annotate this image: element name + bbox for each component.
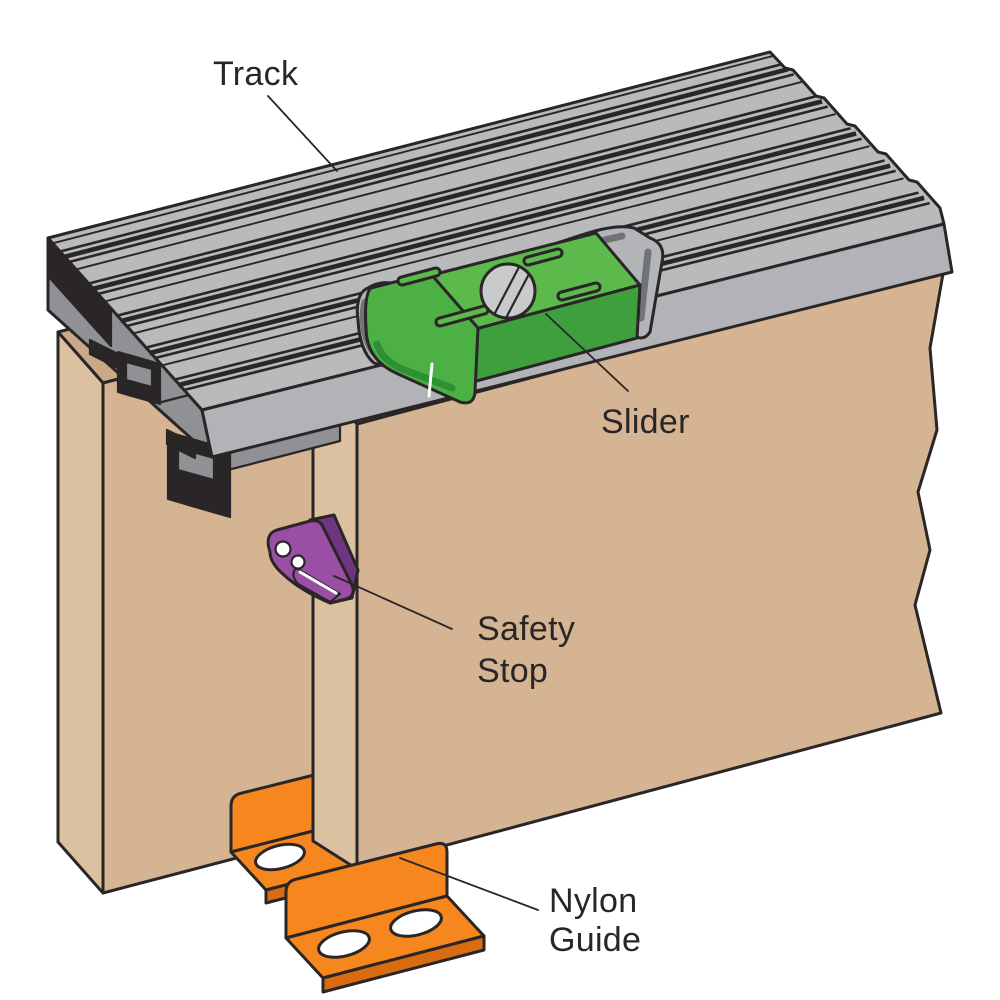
front-guide-upright xyxy=(284,841,449,940)
front-guide-hole-right xyxy=(389,908,443,938)
track-rear-channel-opening xyxy=(124,360,154,389)
nylon-guide-leader-line xyxy=(399,857,539,911)
slider-end-cap-shading xyxy=(373,340,456,392)
safety-stop-plate xyxy=(266,519,355,605)
track-ridge-lines xyxy=(62,66,925,388)
front-guide-hole-left xyxy=(317,929,371,959)
track-leader-line xyxy=(267,95,338,172)
slider-assembly xyxy=(355,225,665,405)
track-rear-flange-foot xyxy=(88,338,120,370)
rear-guide-hole xyxy=(254,842,306,872)
nylon-guide-label-line2: Guide xyxy=(549,921,641,959)
safety-stop-slit xyxy=(298,570,338,595)
safety-stop-leader-line xyxy=(333,575,453,630)
annotations: Track Slider Safety Stop Nylon Guide xyxy=(213,55,690,959)
safety-stop-hole-upper xyxy=(274,540,292,558)
safety-stop-hole-lower xyxy=(290,554,306,570)
track-rib-lines-thin xyxy=(51,54,904,367)
slider-screw-slot xyxy=(493,265,531,318)
front-guide-base-front xyxy=(321,934,486,994)
safety-stop-label-line2: Stop xyxy=(477,652,548,690)
slider-screw xyxy=(479,262,537,320)
nylon-guide-front xyxy=(284,841,486,994)
front-door-front-face xyxy=(355,266,946,871)
rear-door-side-face xyxy=(56,330,105,895)
track-label: Track xyxy=(213,55,299,93)
slider-label: Slider xyxy=(601,403,690,441)
slider-leader-line xyxy=(545,313,629,392)
safety-stop-label-line1: Safety xyxy=(477,610,575,648)
slider-end-cap xyxy=(364,271,480,405)
track-front-channel-opening xyxy=(176,446,216,482)
track-front-flange-foot xyxy=(165,428,197,460)
slider-slots xyxy=(396,247,602,328)
nylon-guide-label-line1: Nylon xyxy=(549,882,637,920)
slider-cap-slit xyxy=(427,362,434,398)
